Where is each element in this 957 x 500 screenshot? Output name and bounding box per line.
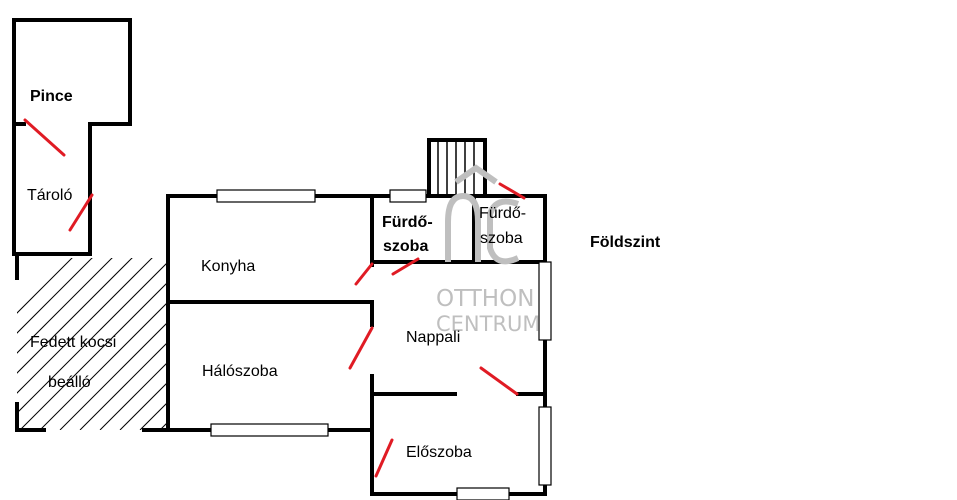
label-furdo2-line2: szoba <box>480 230 523 247</box>
label-konyha: Konyha <box>201 258 255 275</box>
watermark-logo-icon <box>445 164 520 265</box>
door-cellar <box>23 118 66 157</box>
door-bedroom <box>348 326 374 370</box>
door-entrance <box>374 438 394 478</box>
carport-outline <box>15 256 170 432</box>
windows <box>210 189 552 500</box>
level-label: Földszint <box>590 234 661 251</box>
label-tarolo: Tároló <box>27 187 72 204</box>
doors <box>23 118 526 478</box>
label-furdo1-line2: szoba <box>383 238 428 255</box>
door-bathroom-2 <box>498 182 526 200</box>
label-fedett-line2: beálló <box>48 374 91 391</box>
window-hall-bottom <box>456 487 510 500</box>
label-pince: Pince <box>30 88 73 105</box>
door-kitchen <box>354 262 374 286</box>
label-nappali: Nappali <box>406 329 460 346</box>
room-labels: Pince Tároló Konyha Hálószoba Fürdő- szo… <box>27 88 661 461</box>
label-furdo2-line1: Fürdő- <box>479 205 526 222</box>
window-bedroom <box>210 423 329 437</box>
window-hall <box>538 406 552 486</box>
door-bathroom-1 <box>391 257 420 276</box>
window-bathroom <box>389 189 427 203</box>
label-haloszoba: Hálószoba <box>202 363 278 380</box>
watermark-line2: CENTRUM <box>436 312 541 336</box>
door-living <box>479 366 519 396</box>
carport-hatching <box>17 258 167 430</box>
label-eloszoba: Előszoba <box>406 444 472 461</box>
window-living <box>538 261 552 341</box>
watermark-line1: OTTHON <box>436 286 534 312</box>
window-kitchen <box>216 189 316 203</box>
label-fedett-line1: Fedett kocsi <box>30 334 116 351</box>
label-furdo1-line1: Fürdő- <box>382 214 433 231</box>
door-storage <box>68 193 94 232</box>
cellar-storage-walls <box>12 18 132 256</box>
watermark: OTTHON CENTRUM <box>436 164 541 336</box>
